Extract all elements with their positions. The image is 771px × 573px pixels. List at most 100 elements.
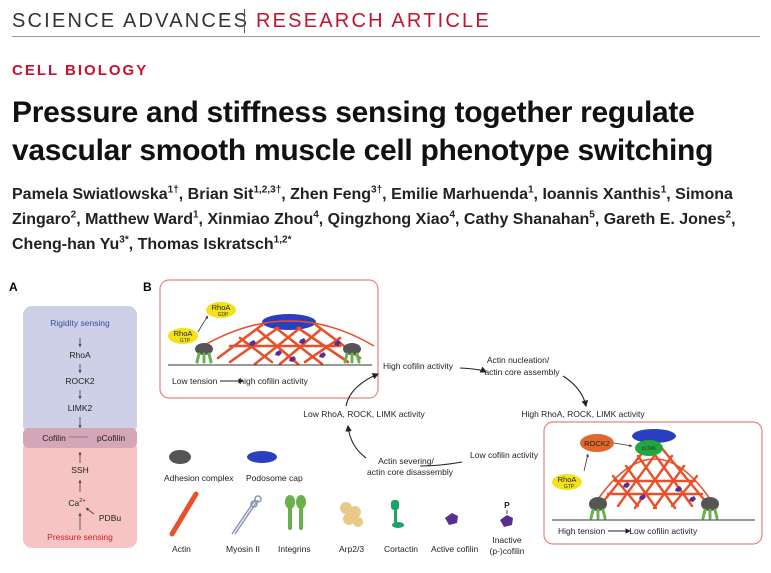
legend: Adhesion complex Podosome cap Actin Myos… bbox=[164, 450, 525, 556]
author-affiliation: 2 bbox=[725, 209, 732, 221]
cycle-top: High cofilin activity bbox=[383, 361, 454, 371]
author-name[interactable]: Cheng-han Yu bbox=[12, 236, 120, 253]
legend-arp-label: Arp2/3 bbox=[339, 544, 364, 554]
author-name[interactable]: Matthew Ward bbox=[85, 211, 193, 228]
svg-text:RhoA: RhoA bbox=[174, 329, 193, 338]
article-title: Pressure and stiffness sensing together … bbox=[12, 94, 764, 170]
journal-name[interactable]: SCIENCE ADVANCES bbox=[12, 10, 250, 32]
author-name[interactable]: Gareth E. Jones bbox=[603, 211, 726, 228]
step-ca: Ca2+ bbox=[68, 498, 85, 508]
cycle-right: High RhoA, ROCK, LIMK activity bbox=[521, 409, 645, 419]
pressure-heading: Pressure sensing bbox=[47, 532, 113, 542]
rock2-badge bbox=[580, 434, 614, 452]
step-ssh: SSH bbox=[71, 465, 88, 475]
author-affiliation: 5 bbox=[589, 209, 595, 221]
rock2-text: ROCK2 bbox=[584, 439, 610, 448]
author-affiliation: 2 bbox=[70, 209, 77, 221]
author-name[interactable]: Xinmiao Zhou bbox=[207, 211, 314, 228]
legend-myosin-icon bbox=[231, 495, 262, 535]
legend-inactive-label: Inactive bbox=[492, 535, 522, 545]
legend-adhesion-label: Adhesion complex bbox=[164, 473, 234, 483]
cycle-bottom-1: Actin severing/ bbox=[378, 456, 434, 466]
step-rock2: ROCK2 bbox=[65, 376, 95, 386]
svg-text:GTP: GTP bbox=[180, 338, 191, 344]
cycle-top-right-2: actin core assembly bbox=[484, 367, 560, 377]
adhesion-left-high bbox=[589, 497, 607, 511]
legend-podosome-icon bbox=[247, 451, 277, 463]
author-name[interactable]: Ioannis Xanthis bbox=[542, 186, 661, 203]
rhoa-gtp-badge bbox=[168, 328, 198, 344]
rhoa-gtp-high-badge bbox=[552, 474, 582, 490]
legend-actin-label: Actin bbox=[172, 544, 191, 554]
step-rhoa: RhoA bbox=[69, 350, 91, 360]
pcofilin-text: pCofilin bbox=[97, 433, 126, 443]
legend-cortactin-label: Cortactin bbox=[384, 544, 418, 554]
cycle-top-right-1: Actin nucleation/ bbox=[487, 355, 550, 365]
author-separator: , bbox=[281, 186, 291, 203]
author-affiliation: 1 bbox=[192, 209, 199, 221]
cycle-bottom-2: actin core disassembly bbox=[367, 467, 454, 477]
author-affiliation: 4 bbox=[449, 209, 455, 221]
author-affiliation: 1 bbox=[660, 184, 667, 196]
legend-active-cofilin-label: Active cofilin bbox=[431, 544, 479, 554]
section-label: CELL BIOLOGY bbox=[12, 62, 149, 79]
author-separator: , bbox=[594, 211, 604, 228]
legend-inactive-cofilin-icon bbox=[500, 515, 513, 527]
adhesion-left-low bbox=[195, 343, 213, 355]
cofilin-low bbox=[249, 338, 341, 362]
rhoa-gdp-badge bbox=[206, 302, 236, 318]
author-name[interactable]: Qingzhong Xiao bbox=[327, 211, 450, 228]
plimk-badge bbox=[635, 440, 663, 456]
title-line-1: Pressure and stiffness sensing together … bbox=[12, 96, 695, 129]
author-name[interactable]: Thomas Iskratsch bbox=[137, 236, 274, 253]
phenotype-cycle: High cofilin activity Actin nucleation/ … bbox=[303, 355, 645, 477]
plimk-text: pLIMK bbox=[642, 446, 657, 452]
author-affiliation: 1,2,3† bbox=[253, 184, 282, 196]
legend-cortactin-icon bbox=[391, 500, 404, 528]
step-limk2: LIMK2 bbox=[68, 403, 93, 413]
actin-network-low bbox=[216, 323, 362, 366]
author-affiliation: 1 bbox=[527, 184, 534, 196]
author-separator: , bbox=[382, 186, 392, 203]
author-affiliation: 3* bbox=[119, 234, 129, 246]
cofilin-text: Cofilin bbox=[42, 433, 66, 443]
author-name[interactable]: Emilie Marhuenda bbox=[391, 186, 528, 203]
journal-header: SCIENCE ADVANCES RESEARCH ARTICLE bbox=[12, 6, 760, 37]
cycle-bottom-right: Low cofilin activity bbox=[470, 450, 539, 460]
author-name[interactable]: Brian Sit bbox=[187, 186, 254, 203]
author-separator: , bbox=[666, 186, 676, 203]
header-divider bbox=[244, 9, 245, 33]
adhesion-right-high bbox=[701, 497, 719, 511]
rigidity-heading: Rigidity sensing bbox=[50, 318, 110, 328]
author-affiliation: 4 bbox=[313, 209, 319, 221]
legend-myosin-label: Myosin II bbox=[226, 544, 260, 554]
legend-podosome-label: Podosome cap bbox=[246, 473, 303, 483]
author-name[interactable]: Simona Zingaro bbox=[12, 186, 733, 228]
cofilin-junction bbox=[23, 428, 137, 448]
author-separator: , bbox=[178, 186, 188, 203]
article-type: RESEARCH ARTICLE bbox=[256, 10, 491, 32]
author-separator: , bbox=[198, 211, 208, 228]
svg-text:GTP: GTP bbox=[564, 484, 575, 490]
panel-b-label: B bbox=[143, 280, 152, 294]
figure-svg: A Rigidity sensing RhoA ROCK2 LIMK2 Cofi… bbox=[9, 279, 763, 556]
cycle-left: Low RhoA, ROCK, LIMK activity bbox=[303, 409, 425, 419]
legend-adhesion-icon bbox=[169, 450, 191, 464]
author-separator: , bbox=[318, 211, 328, 228]
figure: A Rigidity sensing RhoA ROCK2 LIMK2 Cofi… bbox=[0, 276, 771, 573]
title-line-2: vascular smooth muscle cell phenotype sw… bbox=[12, 134, 714, 167]
svg-text:GDP: GDP bbox=[218, 312, 230, 318]
author-name[interactable]: Pamela Swiatlowska bbox=[12, 186, 168, 203]
author-affiliation: 1† bbox=[167, 184, 179, 196]
author-name[interactable]: Zhen Feng bbox=[290, 186, 372, 203]
svg-text:RhoA: RhoA bbox=[212, 303, 231, 312]
author-separator: , bbox=[76, 211, 86, 228]
author-name[interactable]: Cathy Shanahan bbox=[463, 211, 590, 228]
panel-a-label: A bbox=[9, 280, 18, 294]
podosome-cap-shape bbox=[262, 314, 316, 330]
author-affiliation: 3† bbox=[371, 184, 383, 196]
legend-actin-icon bbox=[169, 491, 199, 537]
legend-arp-icon bbox=[340, 502, 363, 527]
